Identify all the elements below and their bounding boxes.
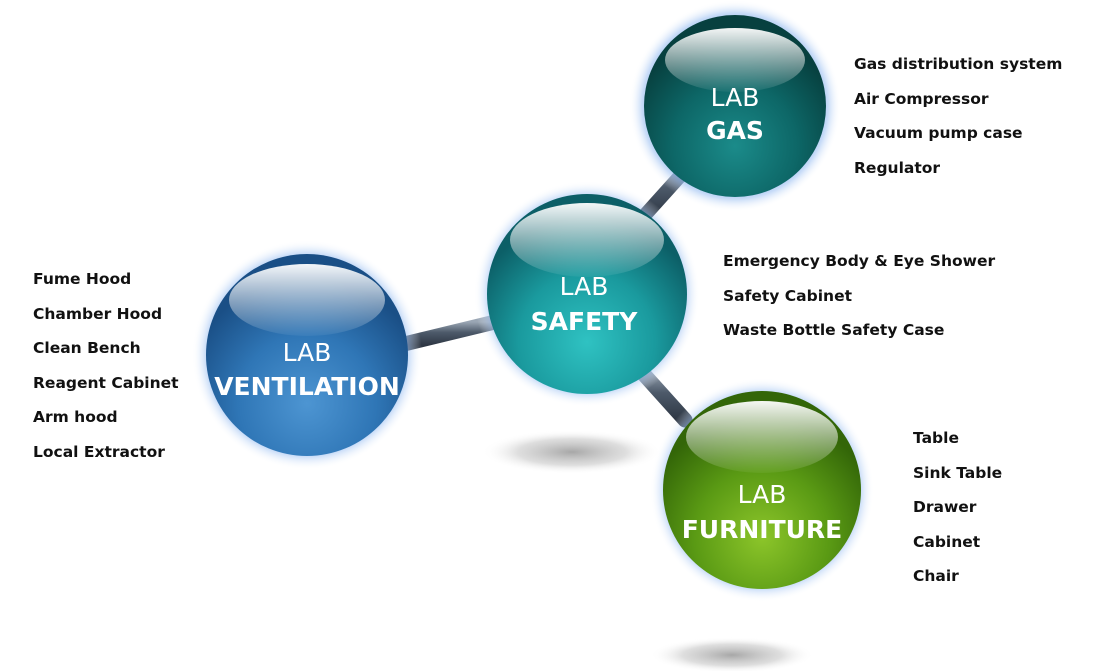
sphere-ventilation-gloss: [229, 264, 385, 336]
ventilation-item: Chamber Hood: [33, 304, 163, 323]
sphere-furniture-gloss: [686, 401, 838, 473]
sphere-safety: LAB SAFETY: [474, 181, 700, 407]
sphere-furniture-line2: FURNITURE: [682, 515, 843, 544]
safety-floor-shadow: [482, 430, 662, 474]
furniture-item: Sink Table: [913, 463, 1003, 482]
ventilation-item: Clean Bench: [33, 339, 141, 358]
safety-item: Waste Bottle Safety Case: [723, 321, 945, 340]
sphere-ventilation-line1: LAB: [283, 338, 332, 367]
safety-item: Safety Cabinet: [723, 286, 852, 305]
ventilation-item: Fume Hood: [33, 270, 132, 288]
sphere-safety-line2: SAFETY: [531, 307, 639, 336]
sphere-gas-line1: LAB: [711, 83, 760, 112]
sphere-safety-gloss: [510, 203, 664, 277]
sphere-furniture: LAB FURNITURE: [650, 378, 874, 602]
gas-item-list: Gas distribution system Air Compressor V…: [854, 54, 1062, 192]
safety-item: Emergency Body & Eye Shower: [723, 252, 996, 270]
sphere-safety-line1: LAB: [560, 272, 609, 301]
safety-item-list: Emergency Body & Eye Shower Safety Cabin…: [723, 251, 995, 355]
furniture-floor-shadow: [650, 637, 814, 671]
ventilation-item: Local Extractor: [33, 442, 165, 461]
gas-item: Gas distribution system: [854, 55, 1063, 73]
ventilation-item: Reagent Cabinet: [33, 373, 179, 392]
sphere-gas: LAB GAS: [629, 0, 841, 212]
gas-item: Regulator: [854, 158, 941, 177]
ventilation-item-list: Fume Hood Chamber Hood Clean Bench Reage…: [33, 269, 179, 477]
sphere-gas-line2: GAS: [706, 116, 764, 145]
sphere-ventilation: LAB VENTILATION: [192, 240, 422, 470]
sphere-ventilation-line2: VENTILATION: [214, 372, 400, 401]
sphere-furniture-line1: LAB: [738, 480, 787, 509]
furniture-item-list: Table Sink Table Drawer Cabinet Chair: [913, 428, 1002, 601]
furniture-item: Chair: [913, 567, 959, 586]
ventilation-item: Arm hood: [33, 408, 118, 427]
gas-item: Air Compressor: [854, 89, 989, 108]
sphere-gas-gloss: [665, 28, 805, 92]
furniture-item: Table: [913, 429, 959, 447]
furniture-item: Drawer: [913, 498, 977, 517]
gas-item: Vacuum pump case: [854, 124, 1023, 143]
furniture-item: Cabinet: [913, 532, 981, 551]
